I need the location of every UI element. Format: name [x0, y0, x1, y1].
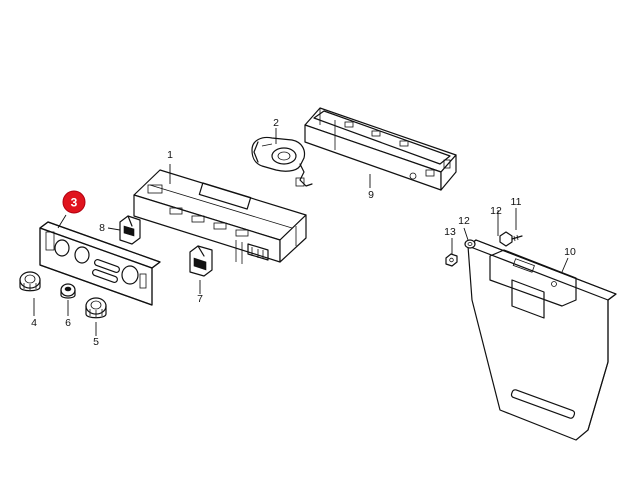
callout-7: 7 — [197, 293, 203, 305]
part-4-knob — [19, 271, 41, 292]
callout-2: 2 — [273, 117, 279, 129]
part-11-screw — [499, 231, 523, 247]
callout-12b: 12 — [458, 215, 470, 227]
part-9-tray — [304, 107, 457, 191]
leader-lines — [33, 128, 569, 336]
callout-12: 12 — [490, 205, 502, 217]
callout-5: 5 — [93, 336, 99, 348]
callout-4: 4 — [31, 317, 37, 329]
callout-3: 3 — [71, 196, 78, 210]
part-2-motor — [251, 136, 313, 187]
part-7-switch — [189, 245, 213, 277]
callout-13: 13 — [444, 226, 456, 238]
part-13-nut — [445, 253, 458, 267]
part-3-front-panel — [39, 221, 161, 306]
callout-9: 9 — [368, 189, 374, 201]
callout-labels: 1 2 9 4 6 5 7 8 12 11 12 13 10 — [31, 117, 576, 348]
callout-10: 10 — [564, 246, 576, 258]
part-5-knob — [85, 297, 107, 319]
callout-6: 6 — [65, 317, 71, 329]
part-10-bracket — [467, 239, 617, 441]
callout-1: 1 — [167, 149, 173, 161]
callout-3-badge-circle — [62, 190, 86, 214]
part-6-knob — [60, 283, 76, 299]
callout-8: 8 — [99, 222, 105, 234]
part-12-washer — [464, 239, 476, 249]
part-1-control-unit — [133, 169, 307, 264]
part-8-switch — [119, 215, 141, 245]
callout-3-badge[interactable]: 3 — [62, 190, 86, 214]
callout-11: 11 — [511, 196, 522, 208]
